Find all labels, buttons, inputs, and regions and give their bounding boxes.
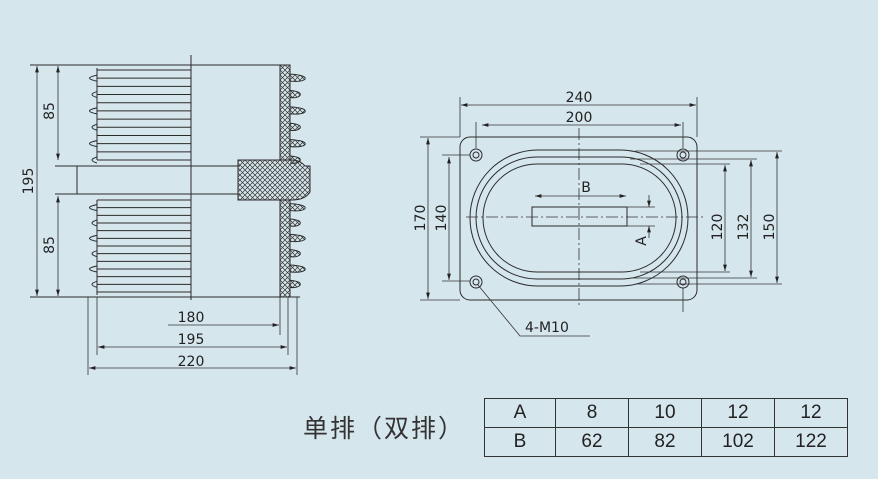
shed-profile bbox=[91, 91, 98, 99]
shed-section bbox=[289, 249, 301, 258]
hole-icon bbox=[469, 148, 483, 162]
shed-profile bbox=[89, 265, 98, 273]
shed-section bbox=[289, 90, 301, 99]
dim-slot-a: A bbox=[634, 236, 650, 246]
shed-profile bbox=[91, 123, 98, 131]
dim-200: 200 bbox=[566, 110, 593, 126]
dim-slot-b: B bbox=[581, 180, 591, 196]
shed-section bbox=[289, 73, 306, 82]
dim-132: 132 bbox=[736, 214, 752, 241]
top-view: 240 200 170 140 120 132 150 B A 4-M10 bbox=[413, 90, 782, 337]
dim-150: 150 bbox=[762, 214, 778, 241]
hole-icon bbox=[679, 151, 687, 159]
table-cell: 122 bbox=[774, 427, 848, 457]
table-cell: 8 bbox=[555, 398, 629, 428]
table-cell: 12 bbox=[774, 398, 848, 428]
mounting-holes bbox=[469, 148, 690, 289]
dim-170: 170 bbox=[413, 205, 429, 232]
table-row: A 8 10 12 12 bbox=[484, 398, 848, 428]
shed-section bbox=[289, 279, 301, 289]
hole-icon bbox=[469, 275, 483, 289]
dimension-lines bbox=[426, 103, 779, 299]
hole-icon bbox=[472, 278, 480, 286]
hole-note: 4-M10 bbox=[525, 320, 569, 336]
shed-section bbox=[289, 155, 301, 164]
busbar-slot bbox=[531, 206, 628, 227]
dim-120: 120 bbox=[710, 214, 726, 241]
shed-section bbox=[289, 233, 306, 243]
insulator-sheds bbox=[89, 69, 191, 293]
table-row: B 62 82 102 122 bbox=[484, 427, 848, 457]
shed-section bbox=[289, 218, 301, 227]
table-cell: 10 bbox=[628, 398, 702, 428]
shed-profile bbox=[89, 234, 98, 242]
dim-195-width: 195 bbox=[178, 332, 205, 348]
shed-section bbox=[289, 203, 306, 212]
hole-leader bbox=[477, 284, 590, 337]
right-sheds bbox=[289, 73, 306, 289]
table-cell: 12 bbox=[701, 398, 775, 428]
extension-lines bbox=[420, 97, 782, 312]
shed-section bbox=[289, 122, 301, 132]
table-cell: 62 bbox=[555, 427, 629, 457]
table-label: 单排（双排） bbox=[303, 414, 466, 443]
shed-profile bbox=[89, 74, 98, 82]
dim-85-lower: 85 bbox=[42, 236, 58, 254]
row-header: B bbox=[484, 427, 556, 457]
shed-profile bbox=[91, 280, 98, 288]
table-cell: 102 bbox=[701, 427, 775, 457]
dim-220: 220 bbox=[178, 354, 205, 370]
hole-icon bbox=[676, 148, 690, 162]
side-view: 195 85 85 180 195 220 bbox=[21, 55, 311, 375]
mounting-plate bbox=[459, 136, 698, 301]
shed-section bbox=[289, 139, 306, 148]
shed-profile bbox=[91, 156, 98, 164]
shed-profile bbox=[91, 250, 98, 258]
dim-180: 180 bbox=[178, 310, 205, 326]
shed-profile bbox=[89, 140, 98, 148]
hole-icon bbox=[679, 278, 687, 286]
hole-icon bbox=[472, 151, 480, 159]
shed-section bbox=[289, 106, 306, 115]
dim-240: 240 bbox=[566, 90, 593, 106]
shed-profile bbox=[91, 219, 98, 227]
flange-section bbox=[237, 159, 311, 201]
dim-195-height: 195 bbox=[21, 168, 37, 195]
dim-140: 140 bbox=[434, 205, 450, 232]
dim-85-upper: 85 bbox=[42, 102, 58, 120]
row-header: A bbox=[484, 398, 556, 428]
shed-profile bbox=[89, 204, 98, 212]
shed-section bbox=[289, 264, 306, 273]
inner-oval bbox=[482, 163, 677, 273]
dimension-table: A 8 10 12 12 B 62 82 102 122 bbox=[484, 398, 848, 457]
table-cell: 82 bbox=[628, 427, 702, 457]
shed-profile bbox=[89, 107, 98, 115]
